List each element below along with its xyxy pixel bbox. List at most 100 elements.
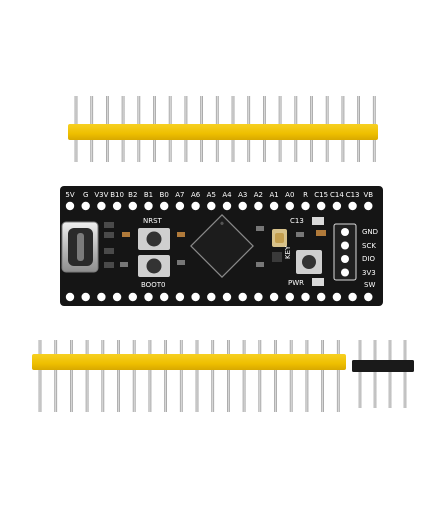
- pin-hole: [207, 201, 216, 211]
- usb-c-connector: [61, 221, 99, 273]
- smd-components: [104, 217, 326, 286]
- header-pin: [117, 340, 120, 412]
- pin-hole: [301, 292, 310, 302]
- swd-header-pads: [333, 223, 357, 281]
- pin-label: B0: [159, 191, 169, 199]
- header-pin: [227, 340, 230, 412]
- boot0-label: BOOT0: [141, 281, 166, 289]
- pin-hole: [222, 292, 232, 302]
- pin-hole: [65, 292, 75, 302]
- pin-label: 5V: [332, 306, 342, 314]
- pin-hole: [144, 292, 153, 302]
- pin-label: A4: [222, 191, 232, 199]
- pin-label: A11: [173, 306, 187, 314]
- pin-label: 3V3: [361, 306, 376, 314]
- boot0-button: [138, 255, 170, 277]
- pin-hole: [364, 292, 373, 302]
- header-pin: [242, 340, 246, 412]
- c13-label: C13: [290, 217, 304, 225]
- pin-hole: [301, 201, 310, 211]
- pin-hole: [191, 201, 200, 211]
- header-pin: [211, 340, 215, 412]
- header-pin: [388, 340, 392, 408]
- swd-pad: [341, 241, 349, 250]
- swd-pin-label: 3V3: [362, 268, 376, 277]
- top-pin-header: [68, 96, 378, 162]
- pin-label: B15: [110, 306, 124, 314]
- header-pin: [148, 340, 152, 412]
- pin-hole: [160, 292, 169, 302]
- pin-label: A5: [206, 191, 216, 199]
- pin-hole: [112, 201, 122, 211]
- pin-label: A12: [188, 306, 203, 314]
- header-pin: [336, 340, 340, 412]
- pin-hole: [207, 292, 216, 302]
- pin-label: C13: [345, 191, 360, 199]
- pin-label: B4: [238, 306, 248, 314]
- swd-pad: [341, 268, 349, 277]
- pin-hole: [112, 292, 122, 302]
- pin-label: C15: [314, 191, 329, 199]
- pin-label: B5: [253, 306, 264, 314]
- pin-label: B6: [269, 306, 279, 314]
- top-pin-holes: [65, 201, 373, 211]
- pin-label: B13: [78, 306, 93, 314]
- pin-hole: [317, 201, 326, 211]
- pin-hole: [128, 292, 137, 302]
- header-pin: [164, 340, 167, 412]
- header-pin: [38, 340, 42, 412]
- pin-hole: [317, 292, 326, 302]
- microcontroller-chip: [190, 214, 254, 278]
- small-black-4-pin-header: [352, 340, 414, 408]
- header-pin: [179, 340, 183, 412]
- pin-label: A8: [128, 306, 138, 314]
- pin-hole: [81, 201, 90, 211]
- pin-label: B14: [94, 306, 109, 314]
- sw-label: SW: [364, 281, 376, 289]
- pin-label: A1: [269, 191, 279, 199]
- header-pin: [132, 340, 136, 412]
- pin-label: B9: [316, 306, 326, 314]
- key-button: [296, 250, 322, 274]
- header-pin: [358, 340, 362, 408]
- swd-pin-label: DIO: [362, 255, 375, 263]
- pin-label: B1: [143, 191, 154, 199]
- pin-hole: [238, 292, 247, 302]
- pin-hole: [254, 201, 263, 211]
- header-pin: [403, 340, 407, 408]
- pin-hole: [269, 201, 279, 211]
- pin-hole: [175, 292, 185, 302]
- header-pin: [195, 340, 199, 412]
- pin-hole: [285, 292, 294, 302]
- swd-pad: [341, 255, 349, 263]
- pin-label: A7: [175, 191, 185, 199]
- pin-hole: [332, 201, 342, 211]
- nrst-button: [138, 228, 170, 250]
- pin-label: G: [349, 306, 356, 314]
- pin-label: A15: [204, 306, 219, 314]
- pin-label: A10: [157, 306, 172, 314]
- pin-label: R: [303, 191, 308, 199]
- yellow-header-body: [32, 354, 346, 370]
- pin-hole: [348, 201, 357, 211]
- pin-hole: [191, 292, 200, 302]
- pin-label: B8: [300, 306, 311, 314]
- pin-label: A3: [238, 191, 248, 199]
- pin-label: C14: [329, 191, 344, 199]
- pin-hole: [65, 201, 75, 211]
- pin-hole: [97, 201, 106, 211]
- header-pin: [101, 340, 105, 412]
- pin-hole: [128, 201, 137, 211]
- pin-hole: [144, 201, 153, 211]
- pin-label: B2: [128, 191, 138, 199]
- pin-label: V3V: [94, 191, 109, 199]
- pin-label: B10: [110, 191, 124, 199]
- bottom-pin-holes: [65, 292, 373, 302]
- pin-hole: [238, 201, 247, 211]
- pin-label: B3: [222, 306, 232, 314]
- pin-label: 5V: [65, 191, 75, 199]
- blue-pill-board: [60, 186, 383, 306]
- pin-label: G: [82, 191, 89, 199]
